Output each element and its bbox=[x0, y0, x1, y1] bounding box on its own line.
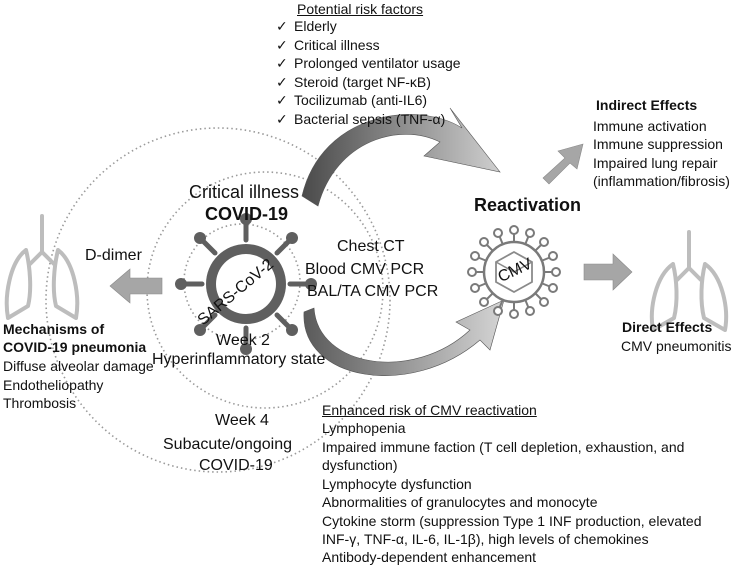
mechanisms-heading-line1: Mechanisms of bbox=[3, 321, 105, 337]
enhanced-risk-heading: Enhanced risk of CMV reactivation bbox=[322, 402, 537, 418]
hyperinflammatory-label: Hyperinflammatory state bbox=[152, 351, 326, 368]
indirect-effect-item: Immune activation bbox=[593, 118, 707, 134]
week2-label: Week 2 bbox=[216, 332, 270, 349]
subacute-label-line1: Subacute/ongoing bbox=[163, 436, 292, 453]
enhanced-risk-item: Abnormalities of granulocytes and monocy… bbox=[322, 494, 598, 510]
risk-factor-item: ✓Critical illness bbox=[276, 37, 380, 53]
sars-cov-2-virus-icon bbox=[175, 213, 317, 355]
indirect-effect-item: Immune suppression bbox=[593, 136, 723, 152]
week4-label: Week 4 bbox=[215, 412, 269, 429]
enhanced-risk-item: Lymphopenia bbox=[322, 420, 406, 436]
left-lung-icon bbox=[4, 214, 80, 320]
risk-factor-item: ✓Prolonged ventilator usage bbox=[276, 55, 461, 71]
indirect-effect-item: Impaired lung repair bbox=[593, 155, 718, 171]
indirect-effect-item: (inflammation/fibrosis) bbox=[593, 173, 730, 189]
arrow-to-left-lung bbox=[109, 268, 163, 304]
enhanced-risk-item: Lymphocyte dysfunction bbox=[322, 476, 472, 492]
risk-factor-item: ✓Bacterial sepsis (TNF-α) bbox=[276, 111, 446, 127]
covid19-label: COVID-19 bbox=[205, 204, 289, 224]
lower-curved-arrow bbox=[303, 299, 505, 376]
checkmark-icon: ✓ bbox=[276, 37, 288, 53]
mechanism-item: Thrombosis bbox=[3, 395, 77, 411]
mechanism-item: Endotheliopathy bbox=[3, 377, 104, 393]
indirect-effects-heading: Indirect Effects bbox=[596, 97, 698, 113]
risk-factors-heading: Potential risk factors bbox=[297, 1, 424, 17]
checkmark-icon: ✓ bbox=[276, 74, 288, 90]
critical-illness-label: Critical illness bbox=[189, 182, 300, 202]
outer-dotted-circle bbox=[45, 127, 391, 473]
right-lung-icon bbox=[649, 230, 729, 332]
enhanced-risk-item: Antibody-dependent enhancement bbox=[322, 549, 537, 565]
direct-effects-heading: Direct Effects bbox=[622, 319, 713, 335]
mechanism-item: Diffuse alveolar damage bbox=[3, 358, 154, 374]
arrow-to-right-lung bbox=[583, 253, 633, 291]
risk-factor-item: ✓Steroid (target NF-κB) bbox=[276, 74, 431, 90]
mechanisms-heading-line2: COVID-19 pneumonia bbox=[3, 339, 147, 355]
checkmark-icon: ✓ bbox=[276, 18, 288, 34]
diagnostic-item: Chest CT bbox=[337, 238, 405, 255]
cmv-virus-icon bbox=[467, 225, 561, 319]
diagnostic-item: BAL/TA CMV PCR bbox=[307, 283, 439, 300]
direct-effect-item: CMV pneumonitis bbox=[621, 338, 732, 354]
upper-curved-arrow bbox=[301, 107, 501, 207]
reactivation-label: Reactivation bbox=[474, 195, 582, 215]
risk-factor-item: ✓Elderly bbox=[276, 18, 337, 34]
diagnostic-item: Blood CMV PCR bbox=[305, 261, 425, 278]
enhanced-risk-item: INF-γ, TNF-α, IL-6, IL-1β), high levels … bbox=[322, 531, 649, 547]
checkmark-icon: ✓ bbox=[276, 111, 288, 127]
d-dimer-label: D-dimer bbox=[85, 247, 142, 264]
risk-factor-item: ✓Tocilizumab (anti-IL6) bbox=[276, 92, 428, 108]
enhanced-risk-item: dysfunction) bbox=[322, 457, 398, 473]
enhanced-risk-item: Cytokine storm (suppression Type 1 INF p… bbox=[322, 513, 702, 529]
middle-dotted-circle bbox=[146, 171, 384, 409]
checkmark-icon: ✓ bbox=[276, 55, 288, 71]
arrow-to-indirect-effects bbox=[542, 143, 584, 185]
subacute-label-line2: COVID-19 bbox=[199, 457, 273, 474]
checkmark-icon: ✓ bbox=[276, 92, 288, 108]
enhanced-risk-item: Impaired immune faction (T cell depletio… bbox=[322, 439, 685, 455]
